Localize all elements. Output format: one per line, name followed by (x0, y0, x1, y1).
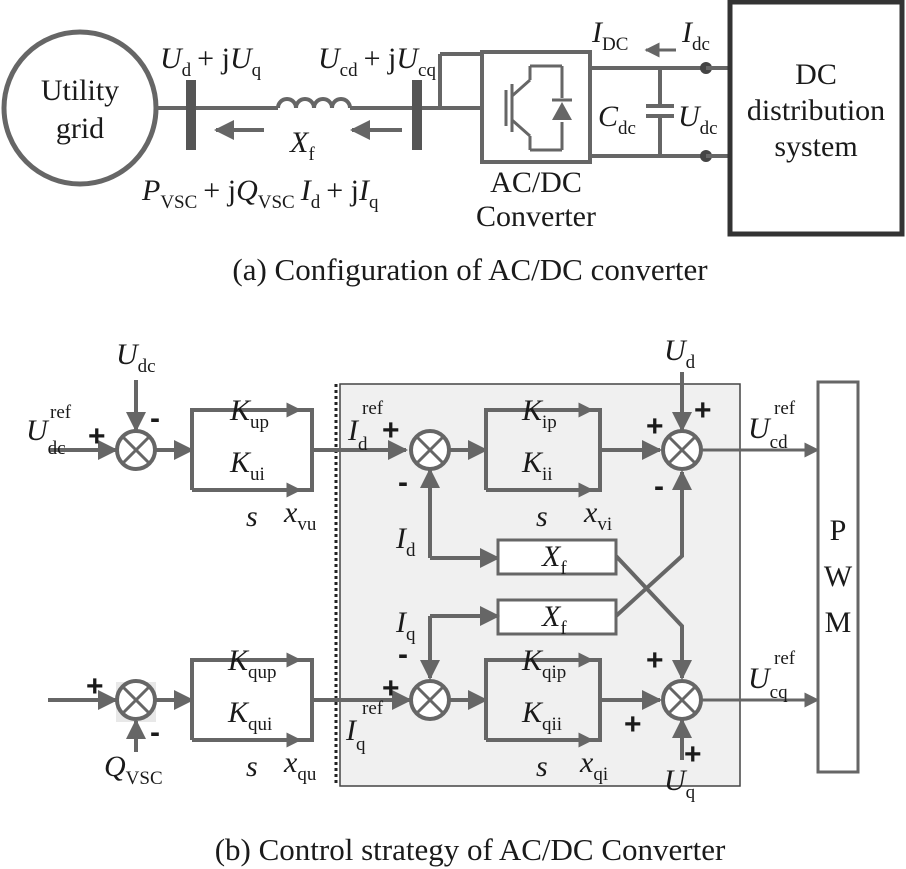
x-vi-label: xvi (583, 496, 612, 535)
udc-label: Udc (678, 100, 718, 139)
sign-minus-1: - (150, 402, 160, 435)
xf-block-lower (496, 598, 618, 636)
sign-minus-5: - (398, 638, 408, 671)
ud-label-b: Ud (664, 334, 696, 373)
sign-minus-2: - (398, 466, 408, 499)
sign-plus-2: + (382, 414, 400, 447)
ucq-ref-sup: ref (774, 648, 796, 669)
k-ui-label: Kui (229, 446, 265, 485)
iq-label: Iq (395, 606, 416, 645)
caption-b: (b) Control strategy of AC/DC Converter (215, 832, 726, 867)
sum-junction-ucd (661, 429, 703, 471)
uq-label-b: Uq (664, 764, 696, 803)
cdc-label: Cdc (598, 100, 636, 139)
k-up-label: Kup (229, 394, 269, 433)
sign-minus-4: - (150, 716, 160, 749)
udc-ref-sup: ref (50, 402, 72, 423)
udc-label-b: Udc (116, 338, 156, 377)
pwm-letter-p: P (830, 514, 847, 547)
x-qi-label: xqi (579, 746, 608, 785)
s-iq-label: s (536, 750, 548, 783)
qvsc-label: QVSC (104, 750, 163, 789)
converter-bus-bar (412, 80, 422, 150)
converter-label-2: Converter (476, 200, 596, 233)
xf-label-lower: Xf (541, 600, 567, 639)
utility-grid-label-1: Utility (41, 74, 119, 107)
iq-ref-sup: ref (362, 698, 384, 719)
x-qu-label: xqu (283, 746, 317, 785)
ucd-ref-label: Ucd (748, 412, 788, 453)
s-id-label: s (536, 500, 548, 533)
cross-lower-to-ucd (614, 470, 692, 618)
utility-grid-circle (1, 29, 159, 187)
converter-symbol (480, 50, 592, 164)
sign-plus-4: + (694, 394, 712, 427)
sum-junction-q (115, 679, 157, 722)
converter-label-1: AC/DC (490, 166, 582, 199)
k-qii-label: Kqii (521, 696, 562, 735)
sum-junction-id (409, 429, 451, 471)
sum-junction-udc (115, 429, 157, 471)
k-qup-label: Kqup (227, 644, 277, 683)
xf-block-upper (496, 538, 618, 576)
xf-label-upper: Xf (541, 540, 567, 579)
dc-system-label-2: distribution (747, 94, 885, 127)
x-vu-label: xvu (283, 496, 317, 535)
dc-distribution-box (727, 0, 905, 237)
sign-plus-1: + (88, 420, 106, 453)
sign-plus-9: + (684, 738, 702, 771)
sum-junction-ucq (661, 679, 703, 721)
caption-a: (a) Configuration of AC/DC converter (232, 252, 708, 287)
s-upper-label: s (246, 500, 258, 533)
sign-plus-3: + (646, 410, 664, 443)
xf-label: Xf (289, 126, 315, 165)
idc-big-label: IDC (591, 16, 628, 55)
cross-upper-to-ucq (614, 554, 692, 680)
ud-jq-label: Ud+ jUq (160, 42, 262, 81)
id-label: Id (395, 522, 416, 561)
id-ref-sup: ref (362, 398, 384, 419)
k-ip-label: Kip (521, 394, 557, 433)
sum-junction-iq (409, 679, 451, 721)
inductor-coil (276, 97, 352, 109)
configuration-diagram: Utility grid Ud+ jUq Ucd+ jUcq Xf PVSC+ … (1, 0, 905, 287)
udc-ref-label: Udc (26, 414, 66, 459)
sign-plus-6: + (382, 672, 400, 705)
ucd-ref-sup: ref (774, 398, 796, 419)
grid-bus-bar (186, 80, 196, 150)
s-lower-label: s (246, 750, 258, 783)
pwm-letter-m: M (825, 606, 852, 639)
iq-ref-label: Iq (345, 714, 366, 755)
sign-plus-8: + (624, 708, 642, 741)
idc-small-label: Idc (681, 16, 710, 55)
sign-plus-5: + (86, 670, 104, 703)
ucd-jcq-label: Ucd+ jUcq (318, 42, 436, 81)
svg-text:Ud+ jUq: Ud+ jUq (160, 42, 262, 81)
pwm-letter-w: W (824, 560, 853, 593)
ucq-ref-label: Ucq (748, 662, 788, 703)
k-ii-label: Kii (521, 446, 553, 485)
sign-plus-7: + (646, 644, 664, 677)
pwm-block (816, 380, 860, 774)
k-qip-label: Kqip (521, 644, 566, 683)
dc-system-label-3: system (774, 130, 857, 163)
svg-text:Ucd+ jUcq: Ucd+ jUcq (318, 42, 436, 81)
control-diagram: Udc Udc ref + - Kup Kui s xvu Id ref + -… (26, 334, 860, 867)
utility-grid-label-2: grid (56, 112, 104, 145)
sign-minus-3: - (654, 470, 664, 503)
dc-system-label-1: DC (795, 58, 837, 91)
k-qui-label: Kqui (227, 696, 272, 735)
id-ref-label: Id (347, 414, 368, 455)
